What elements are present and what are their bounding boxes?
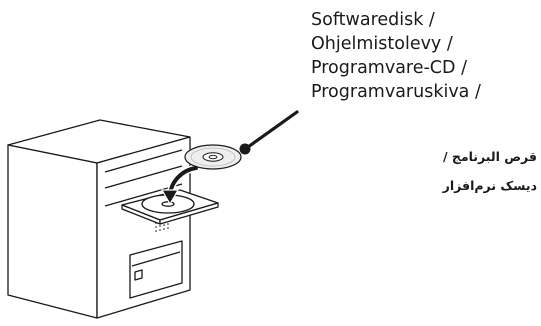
label-line-finnish: Ohjelmistolevy /: [311, 34, 453, 54]
label-line-arabic: قرص البرنامج /: [442, 149, 537, 164]
label-line-norwegian: Programvare-CD /: [311, 58, 467, 78]
computer-tower-icon: [7, 119, 191, 319]
label-line-swedish: Programvaruskiva /: [311, 82, 481, 102]
disc-label-block: Softwaredisk / Ohjelmistolevy / Programv…: [311, 8, 481, 104]
insert-arrow-icon: [160, 164, 200, 206]
callout-leader-line: [239, 110, 299, 155]
label-line-danish: Softwaredisk /: [311, 10, 435, 30]
label-line-persian: دیسک نرم‌افزار: [442, 178, 537, 193]
software-disc-icon: [184, 144, 242, 170]
